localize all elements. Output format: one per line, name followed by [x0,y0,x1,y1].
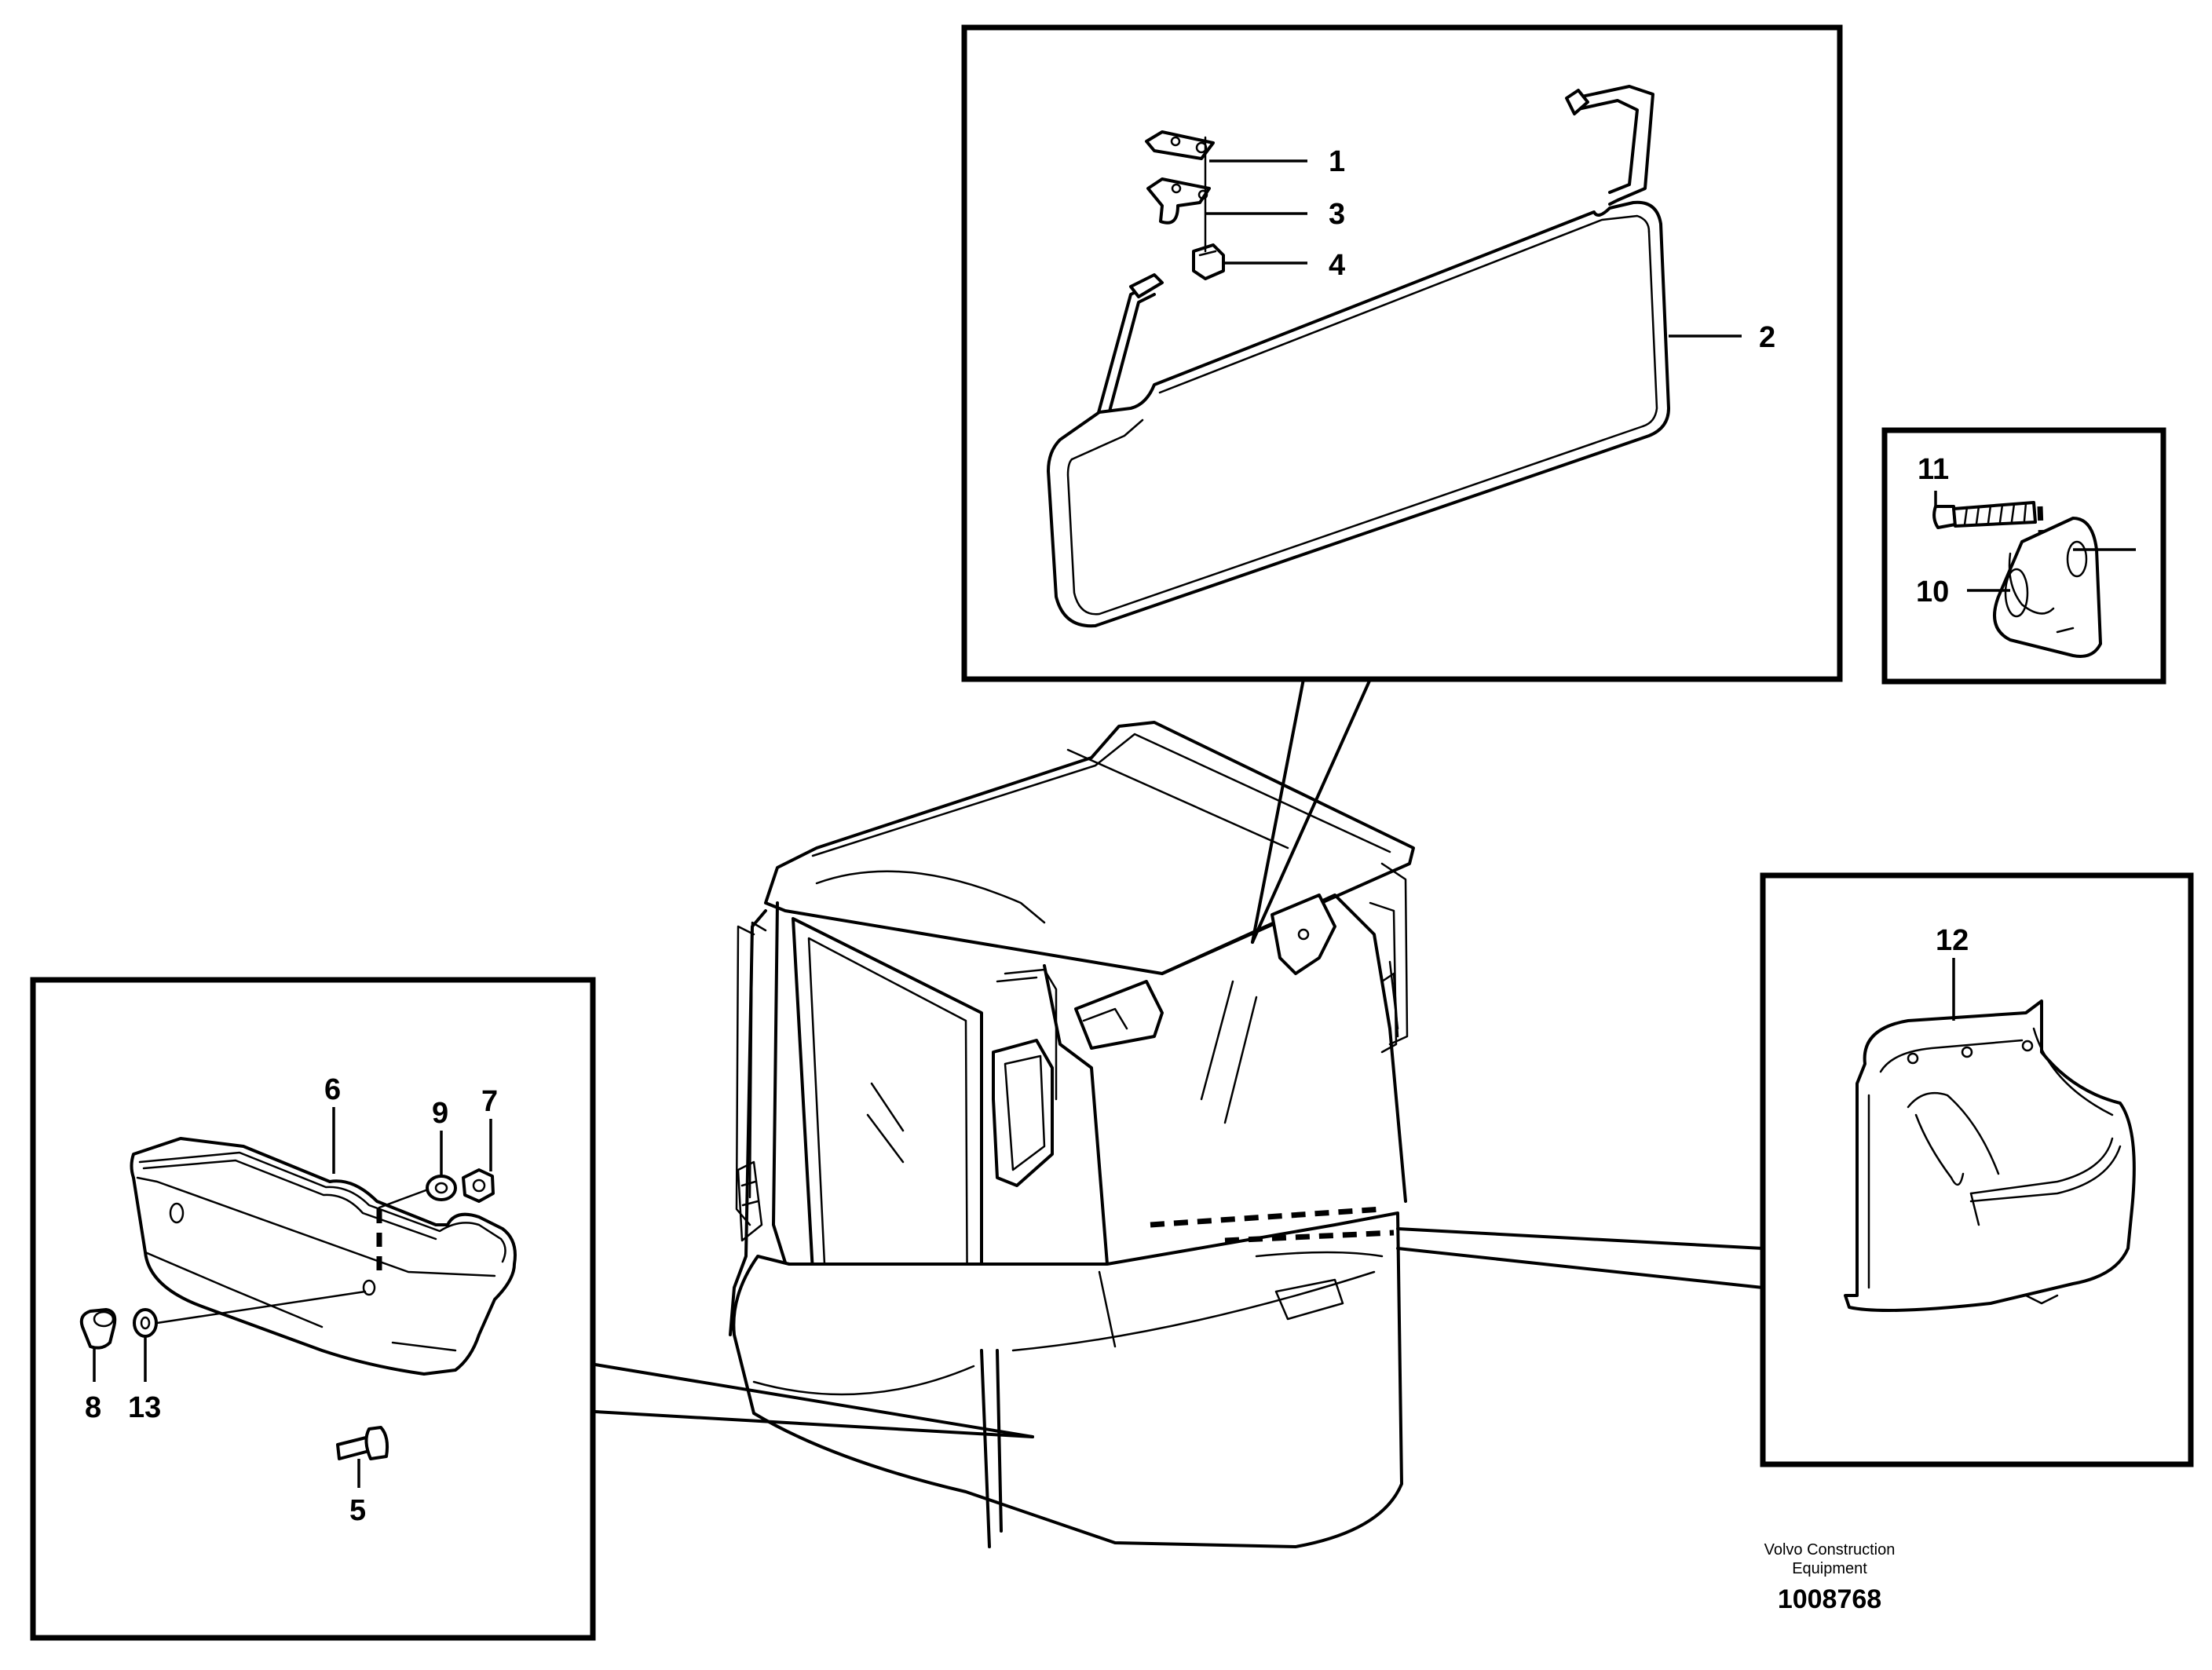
callout-6: 6 [324,1073,341,1106]
document-number: 1008768 [1777,1584,1882,1614]
callout-5: 5 [349,1494,366,1527]
callout-11: 11 [1918,453,1949,486]
callout-labels: 1 2 3 4 5 6 7 8 9 10 11 12 13 [85,145,1969,1527]
cab-body [729,721,1415,1548]
detail-box-coat-hook [1881,427,2166,685]
manufacturer-line-1: Volvo Construction [1764,1541,1896,1559]
callout-9: 9 [432,1097,448,1130]
detail-leaders [594,678,1764,1438]
detail-box-storage-tray [30,977,596,1641]
callout-13: 13 [128,1391,161,1424]
detail-box-storage-pocket [1760,872,2194,1467]
callout-leaders [93,159,2136,1488]
callout-4: 4 [1329,249,1345,282]
callout-2: 2 [1759,321,1775,354]
callout-10: 10 [1916,576,1949,608]
manufacturer-line-2: Equipment [1792,1560,1867,1577]
manufacturer-label: Volvo Construction Equipment [1712,1540,1947,1578]
callout-8: 8 [85,1391,101,1424]
callout-7: 7 [481,1085,498,1118]
callout-12: 12 [1936,924,1969,957]
callout-1: 1 [1329,145,1345,178]
detail-box-sun-visor [961,24,1843,682]
callout-3: 3 [1329,198,1345,231]
